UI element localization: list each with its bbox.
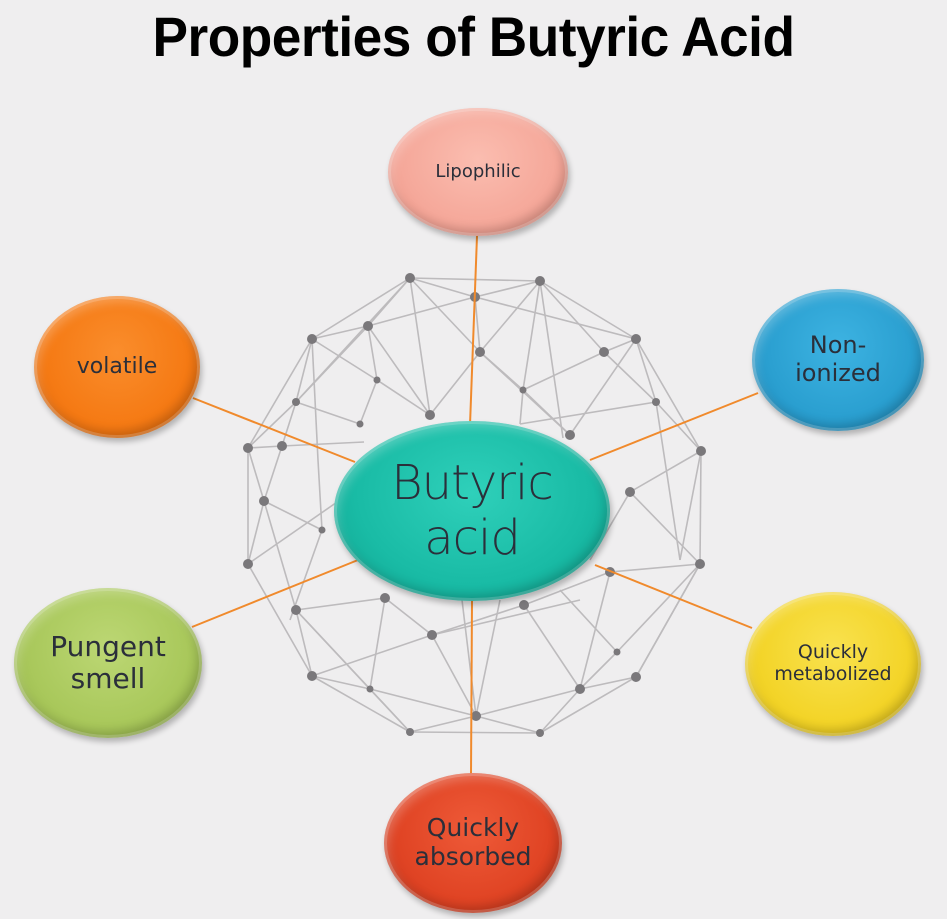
- property-label: volatile: [76, 354, 158, 380]
- diagram-title: Properties of Butyric Acid: [152, 5, 795, 68]
- connector-lines: [191, 235, 759, 776]
- property-node-quickly-metabolized: Quickly metabolized: [745, 592, 921, 736]
- property-label-line2: absorbed: [414, 842, 532, 871]
- connector-quickly-metabolized: [594, 564, 753, 629]
- property-label-line1: Quickly: [426, 813, 520, 843]
- center-node-butyric-acid: Butyric acid: [334, 421, 610, 601]
- property-label-line1: Quickly: [797, 641, 869, 664]
- connector-pungent-smell: [191, 559, 359, 628]
- network-edges: [247, 277, 702, 734]
- property-label: Lipophilic: [435, 160, 521, 182]
- property-node-lipophilic: Lipophilic: [388, 108, 568, 236]
- network-nodes: [243, 273, 706, 737]
- property-label-line2: metabolized: [774, 663, 892, 685]
- property-node-pungent-smell: Pungent smell: [14, 588, 202, 738]
- connector-volatile: [192, 397, 356, 463]
- property-node-quickly-absorbed: Quickly absorbed: [384, 773, 562, 913]
- connector-quickly-absorbed: [470, 599, 473, 776]
- center-label-line2: acid: [424, 510, 521, 566]
- property-label-line1: Pungent: [50, 629, 166, 663]
- connector-non-ionized: [589, 392, 759, 461]
- property-label-line2: smell: [70, 662, 146, 695]
- center-label-line1: Butyric: [391, 454, 554, 511]
- property-label-line1: Non-: [809, 331, 867, 360]
- connector-lipophilic: [469, 235, 478, 426]
- property-node-non-ionized: Non- ionized: [752, 289, 924, 431]
- property-label-line2: ionized: [795, 359, 881, 387]
- property-node-volatile: volatile: [34, 296, 200, 438]
